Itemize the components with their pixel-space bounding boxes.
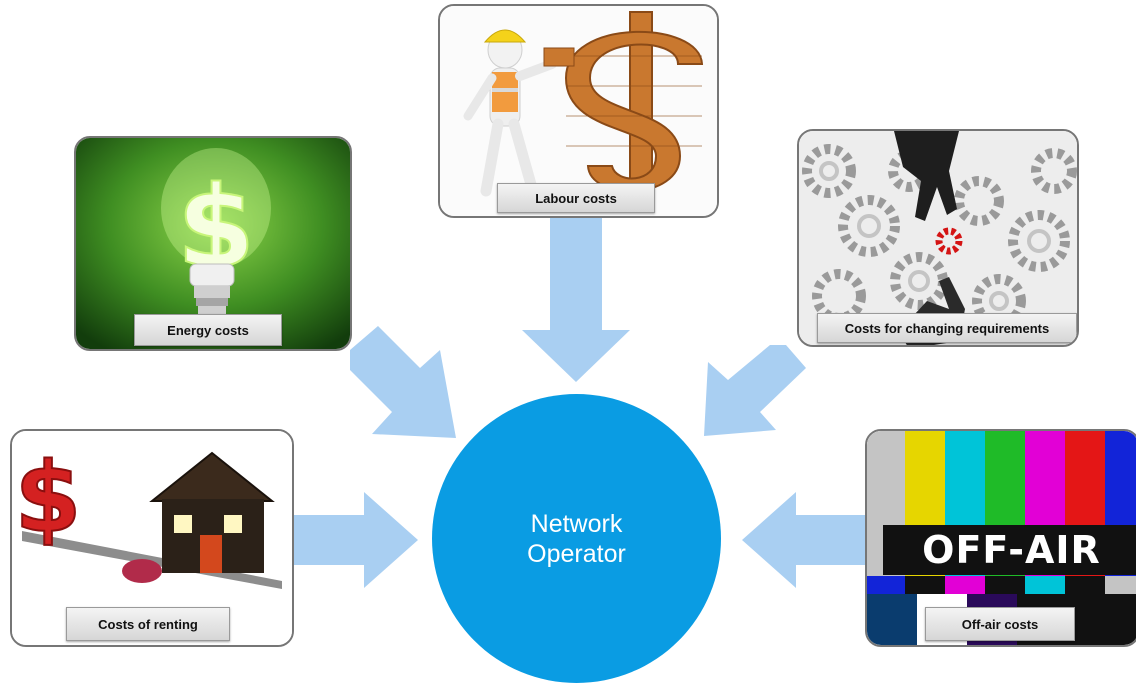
arrow-labour [522, 215, 630, 382]
card-label: Costs of renting [66, 607, 230, 641]
arrow-requirements [704, 345, 806, 436]
network-operator-hub: Network Operator [432, 394, 721, 683]
dollar-lightbulb-icon: $ [76, 138, 350, 349]
card-off-air-costs: OFF-AIR Off-air costs [865, 429, 1136, 647]
dollar-house-seesaw-icon: $ [12, 431, 292, 645]
hub-label: Network Operator [527, 509, 626, 568]
arrow-renting [294, 492, 418, 588]
arrow-offair [742, 492, 866, 588]
worker-building-dollar-icon [440, 6, 717, 216]
card-costs-of-renting: $ Costs of renting [10, 429, 294, 647]
card-label: Energy costs [134, 314, 282, 346]
card-label: Off-air costs [925, 607, 1075, 641]
arrow-energy [350, 326, 456, 438]
svg-text:$: $ [15, 442, 82, 554]
off-air-banner: OFF-AIR [883, 525, 1136, 575]
card-label: Labour costs [497, 183, 655, 213]
card-changing-requirements: Costs for changing requirements [797, 129, 1079, 347]
card-labour-costs: Labour costs [438, 4, 719, 218]
card-label: Costs for changing requirements [817, 313, 1077, 343]
card-energy-costs: $ Energy costs [74, 136, 352, 351]
